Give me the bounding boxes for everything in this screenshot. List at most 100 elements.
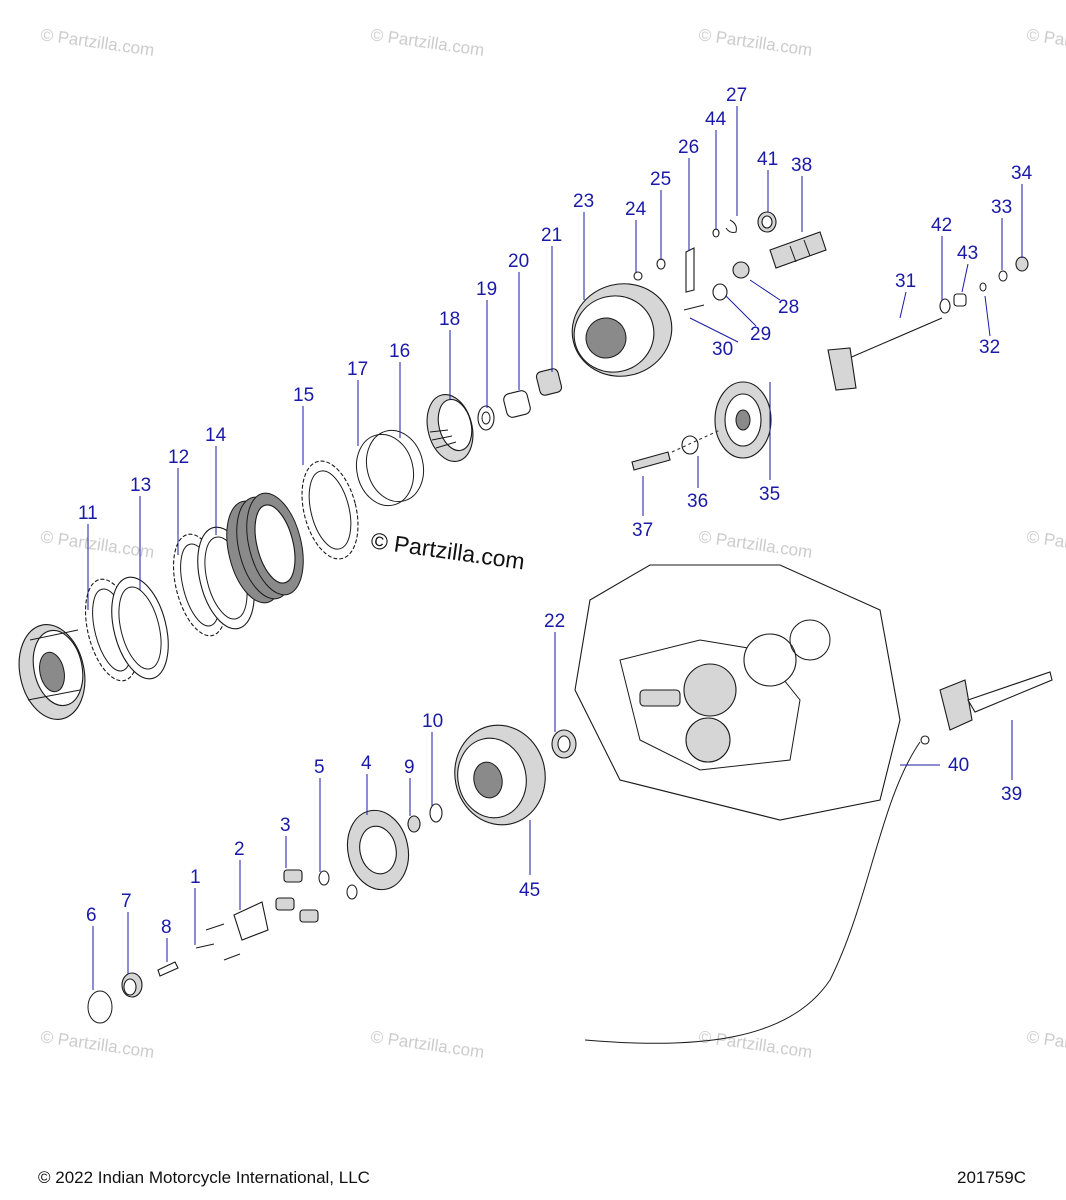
callout-23: 23 bbox=[573, 191, 594, 212]
callout-29: 29 bbox=[750, 324, 771, 345]
clutch-plate-pack bbox=[226, 492, 304, 604]
callout-labels: 1 2 3 4 5 6 7 8 9 10 11 12 13 14 15 16 1… bbox=[78, 85, 1033, 938]
shift-shaft bbox=[827, 317, 943, 391]
callout-7: 7 bbox=[121, 891, 132, 912]
circlip bbox=[87, 990, 113, 1024]
callout-37: 37 bbox=[632, 520, 653, 541]
callout-4: 4 bbox=[361, 753, 372, 774]
callout-1: 1 bbox=[190, 867, 201, 888]
spring-clip bbox=[725, 219, 737, 233]
clutch-inner-hub bbox=[346, 809, 410, 891]
spring-rings bbox=[355, 429, 425, 507]
callout-43: 43 bbox=[957, 243, 978, 264]
callout-5: 5 bbox=[314, 757, 325, 778]
watermark: © Partzilla.com bbox=[1025, 1027, 1066, 1062]
bushing-small bbox=[953, 293, 967, 307]
callout-27: 27 bbox=[726, 85, 747, 106]
clutch-springs bbox=[275, 869, 319, 923]
watermark: © Partzilla.com bbox=[1025, 25, 1066, 60]
watermark: © Partzilla.com bbox=[1025, 527, 1066, 562]
watermark: © Partzilla.com bbox=[39, 1027, 155, 1062]
callout-25: 25 bbox=[650, 169, 671, 190]
bushing bbox=[503, 390, 531, 418]
gear-washer bbox=[681, 435, 699, 455]
callout-19: 19 bbox=[476, 279, 497, 300]
callout-33: 33 bbox=[991, 197, 1012, 218]
pushrod bbox=[157, 961, 179, 977]
release-bearing bbox=[121, 972, 143, 998]
callout-15: 15 bbox=[293, 385, 314, 406]
star-plate bbox=[732, 261, 750, 279]
cap bbox=[1015, 256, 1029, 272]
watermark: © Partzilla.com bbox=[697, 25, 813, 60]
small-washers bbox=[318, 870, 358, 900]
callout-20: 20 bbox=[508, 251, 529, 272]
callout-14: 14 bbox=[205, 425, 227, 446]
bearing bbox=[551, 729, 577, 759]
clutch-cable bbox=[584, 735, 930, 1044]
thrust-washer bbox=[477, 405, 495, 431]
needle-bearing bbox=[535, 368, 563, 396]
watermark: © Partzilla.com bbox=[39, 25, 155, 60]
copyright-notice: © 2022 Indian Motorcycle International, … bbox=[38, 1168, 370, 1187]
o-ring bbox=[998, 270, 1008, 282]
callout-21: 21 bbox=[541, 225, 562, 246]
watermark: © Partzilla.com bbox=[369, 1027, 485, 1062]
steel-plate bbox=[111, 576, 169, 680]
spring-retainer-plate bbox=[233, 901, 269, 941]
callout-8: 8 bbox=[161, 917, 172, 938]
watermark: © Partzilla.com bbox=[697, 527, 813, 562]
shift-drum bbox=[769, 231, 827, 269]
callout-10: 10 bbox=[422, 711, 443, 732]
callout-13: 13 bbox=[130, 475, 151, 496]
clutch-basket bbox=[454, 724, 546, 826]
callout-24: 24 bbox=[625, 199, 647, 220]
callout-12: 12 bbox=[168, 447, 189, 468]
pin-screw bbox=[683, 304, 705, 311]
callout-22: 22 bbox=[544, 611, 565, 632]
clutch-hub-outer bbox=[18, 624, 86, 720]
watermark: © Partzilla.com bbox=[369, 25, 485, 60]
callout-35: 35 bbox=[759, 484, 780, 505]
callout-34: 34 bbox=[1011, 163, 1033, 184]
clutch-pressure-plate bbox=[426, 394, 474, 462]
clutch-lever bbox=[939, 671, 1053, 731]
friction-plate bbox=[301, 460, 359, 560]
bolt bbox=[633, 271, 643, 281]
oil-seal bbox=[757, 211, 777, 233]
callout-9: 9 bbox=[404, 757, 415, 778]
callout-44: 44 bbox=[705, 109, 727, 130]
callout-36: 36 bbox=[687, 491, 708, 512]
leader-lines bbox=[87, 106, 1023, 990]
callout-11: 11 bbox=[78, 503, 98, 524]
callout-16: 16 bbox=[389, 341, 410, 362]
circlip bbox=[979, 282, 987, 292]
gear-shaft-bolt bbox=[631, 451, 671, 471]
callout-17: 17 bbox=[347, 359, 368, 380]
watermark: © Partzilla.com bbox=[39, 527, 155, 562]
callout-40: 40 bbox=[948, 755, 969, 776]
callout-31: 31 bbox=[895, 271, 916, 292]
callout-45: 45 bbox=[519, 880, 540, 901]
drawing-number: 201759C bbox=[956, 1168, 1026, 1187]
idler-gear bbox=[714, 381, 772, 459]
callout-39: 39 bbox=[1001, 784, 1022, 805]
watermark-center: © Partzilla.com bbox=[369, 527, 526, 574]
primary-gear-housing bbox=[571, 283, 673, 377]
small-ring bbox=[712, 228, 720, 238]
callout-26: 26 bbox=[678, 137, 699, 158]
callout-30: 30 bbox=[712, 339, 733, 360]
nut bbox=[407, 815, 421, 833]
callout-42: 42 bbox=[931, 215, 952, 236]
washer bbox=[939, 298, 951, 314]
index-washer bbox=[712, 283, 728, 301]
shift-arm bbox=[685, 247, 695, 293]
callout-2: 2 bbox=[234, 839, 245, 860]
callout-32: 32 bbox=[979, 337, 1000, 358]
callout-28: 28 bbox=[778, 297, 799, 318]
washer bbox=[656, 258, 666, 270]
callout-3: 3 bbox=[280, 815, 291, 836]
callout-6: 6 bbox=[86, 905, 97, 926]
callout-38: 38 bbox=[791, 155, 812, 176]
